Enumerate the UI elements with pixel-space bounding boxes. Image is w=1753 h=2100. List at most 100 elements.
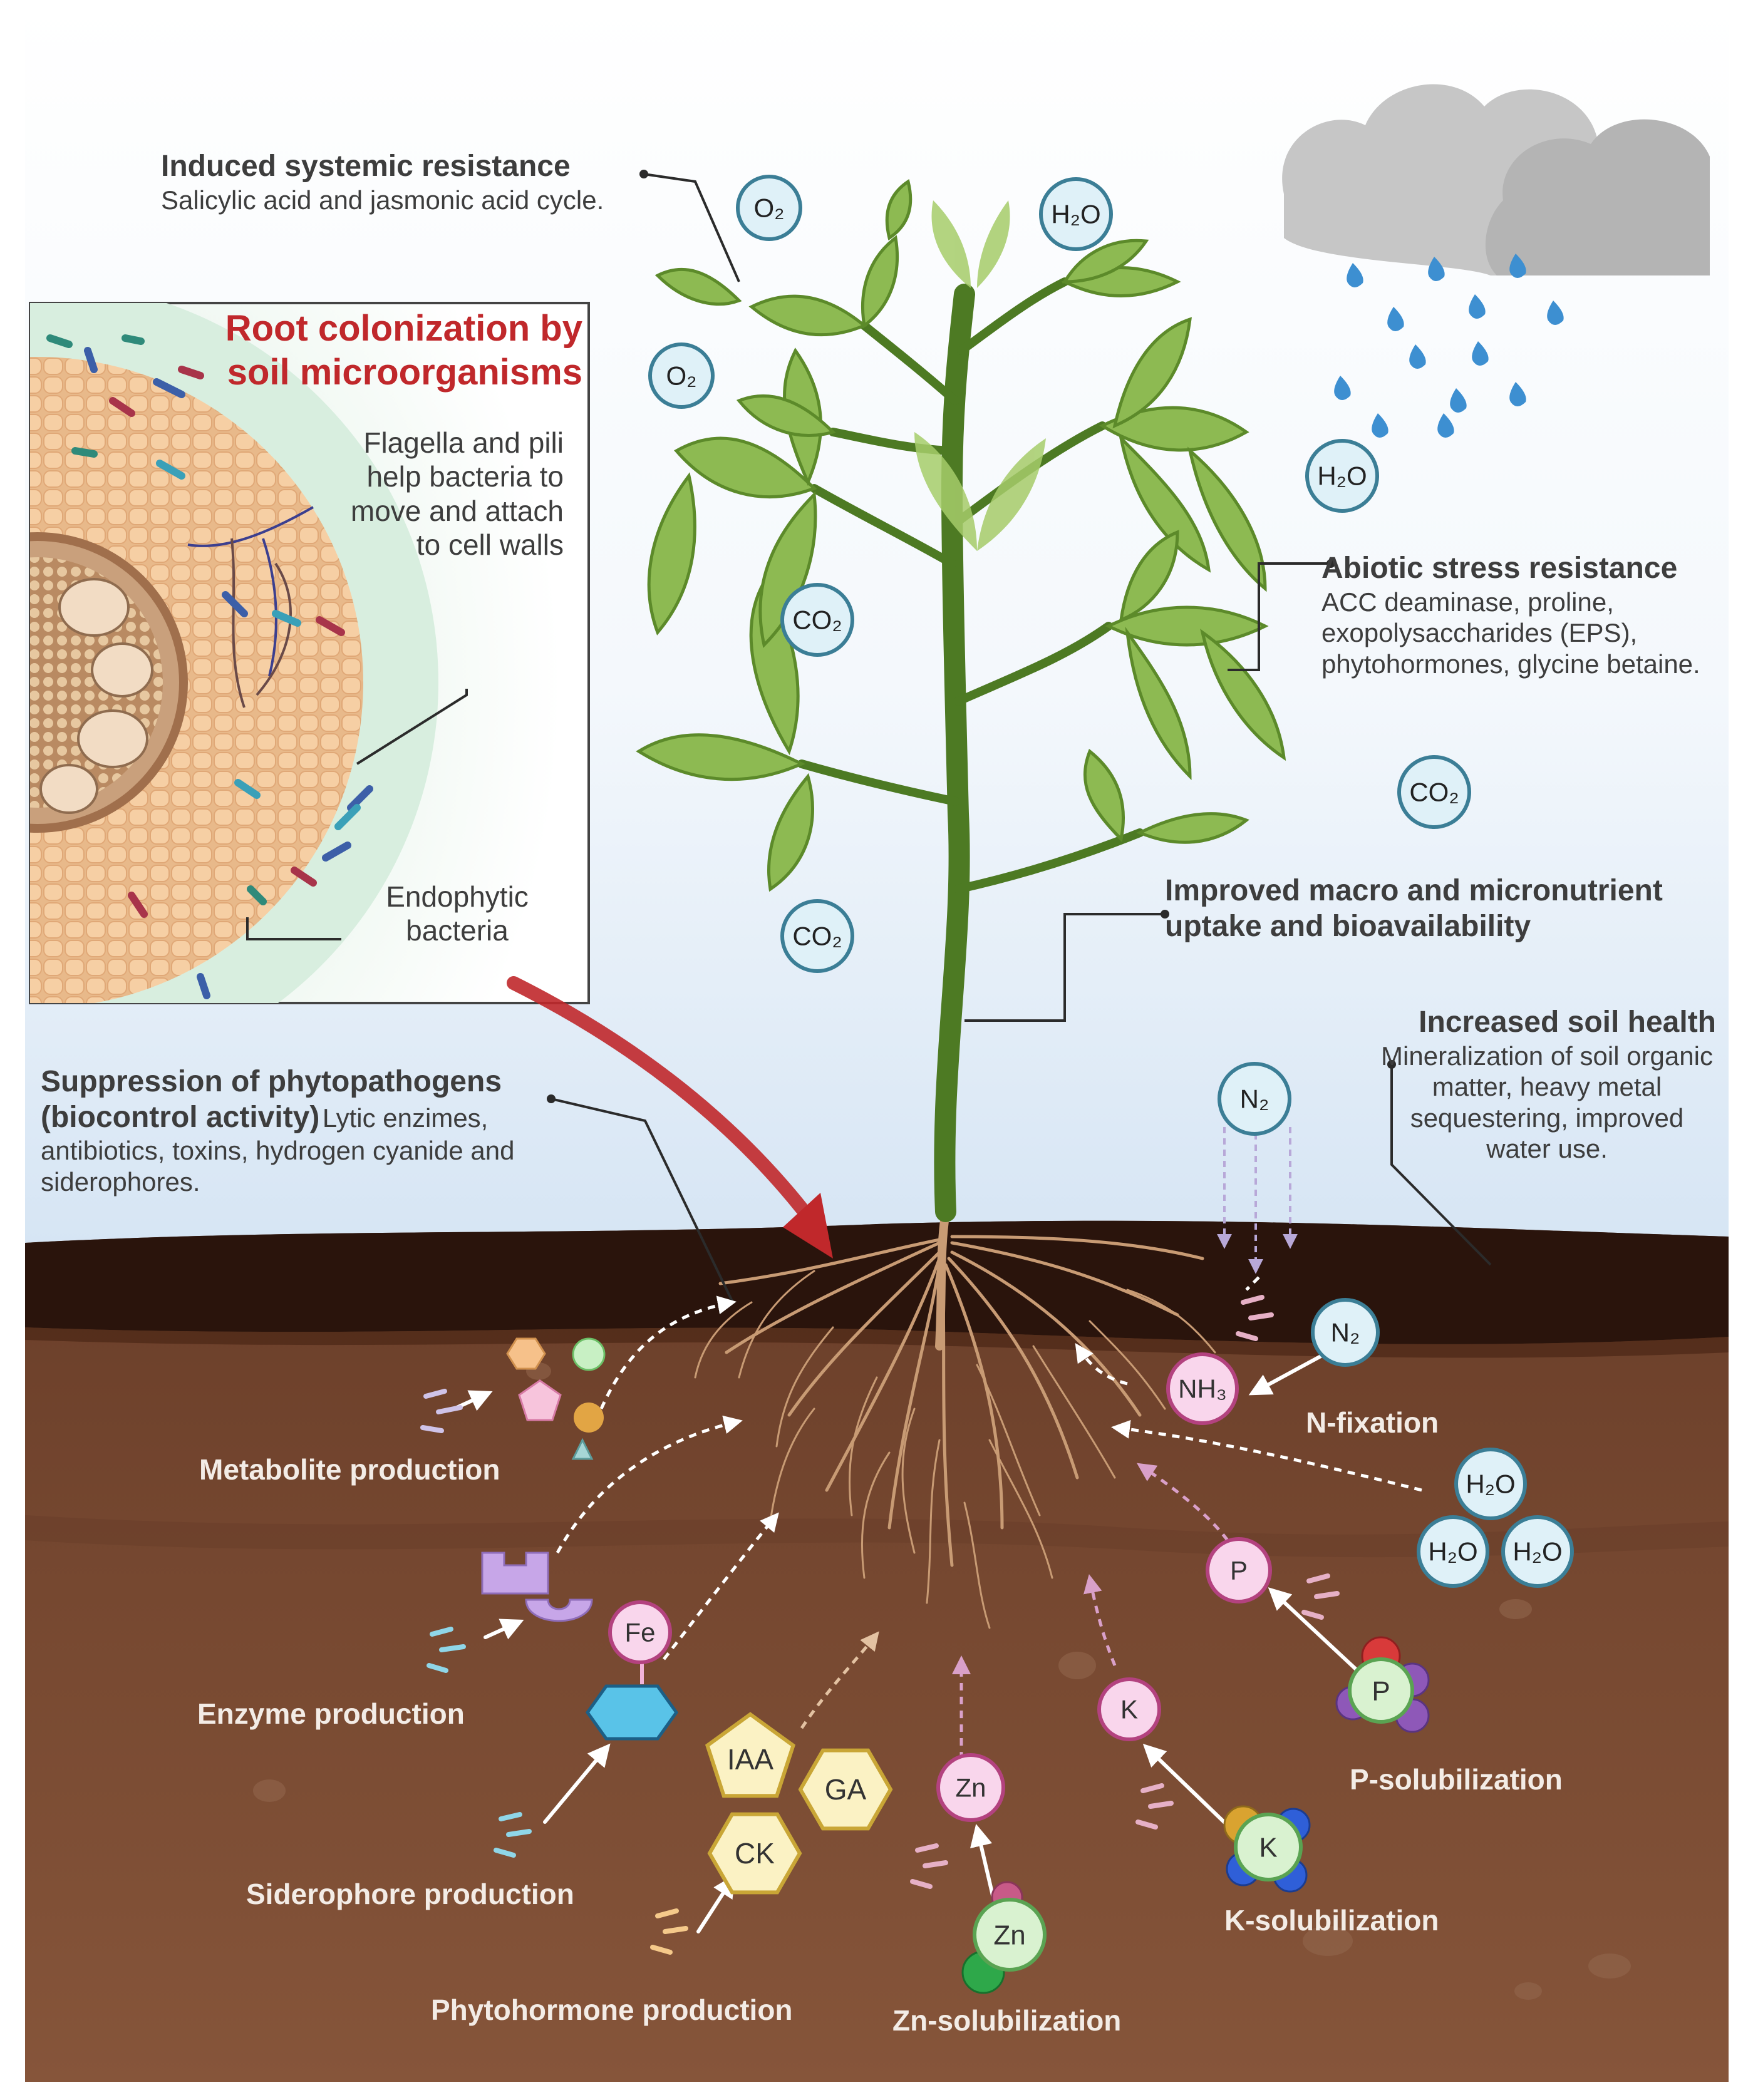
zn-bubble: Zn [936, 1753, 1005, 1822]
n2-bubble-1-label: N₂ [1240, 1084, 1270, 1114]
phytohormone-label: Phytohormone production [431, 1994, 793, 2026]
n-fixation-label: N-fixation [1306, 1406, 1439, 1439]
h2o-bubble-4-label: H₂O [1428, 1537, 1477, 1567]
n2-bubble-1-circle [1218, 1062, 1291, 1136]
p-solubilization-label: P-solubilization [1350, 1763, 1563, 1796]
cloud-icon [1282, 84, 1710, 275]
zn-bubble-label: Zn [955, 1773, 986, 1803]
co2-bubble-2-label: CO₂ [1409, 778, 1459, 807]
zn-solubilization-label: Zn-solubilization [892, 2004, 1122, 2037]
h2o-bubble-4: H₂O [1417, 1515, 1489, 1588]
abiotic-stress-label: Abiotic stress resistance ACC deaminase,… [1321, 551, 1716, 679]
suppression-desc: Lytic enzimes, antibiotics, toxins, hydr… [41, 1103, 515, 1197]
fe-bubble: Fe [608, 1600, 672, 1664]
plant-roots [694, 1207, 1216, 1629]
root-colonization-inset [29, 302, 590, 1004]
co2-bubble-2: CO₂ [1397, 755, 1471, 829]
flow-arrows [556, 1276, 1422, 1660]
h2o-bubble-1: H₂O [1039, 177, 1113, 251]
nh3-bubble-label: NH₃ [1178, 1374, 1227, 1404]
soil-health-title: Increased soil health [1419, 1006, 1716, 1039]
flagella-label: Flagella and pili help bacteria to move … [350, 426, 564, 561]
abiotic-stress-title: Abiotic stress resistance [1321, 552, 1678, 585]
n2-bubble-2: N₂ [1311, 1298, 1380, 1367]
h2o-bubble-3-circle [1454, 1448, 1527, 1520]
flow-arrows-pink [952, 1463, 1229, 1760]
o2-bubble-1-label: O₂ [754, 193, 785, 223]
o2-bubble-2: O₂ [648, 342, 715, 409]
ga-hormone-shape [798, 1748, 893, 1831]
co2-bubble-3-circle [780, 899, 854, 973]
k-mineral-bubble: K [1234, 1813, 1303, 1881]
n2-arrows [1217, 1127, 1298, 1274]
soil-health-desc: Mineralization of soil organic matter, h… [1381, 1041, 1713, 1164]
p-mineral-bubble-label: P [1372, 1675, 1390, 1706]
n2-bubble-2-circle [1311, 1298, 1380, 1367]
co2-bubble-2-circle [1397, 755, 1471, 829]
co2-bubble-1: CO₂ [780, 583, 854, 657]
k-bubble-label: K [1120, 1695, 1138, 1724]
ck-hormone-shape [707, 1812, 802, 1895]
inset-bacteria [46, 334, 373, 999]
h2o-bubble-5-circle [1501, 1515, 1574, 1588]
k-bubble: K [1097, 1677, 1161, 1741]
metabolite-icons [506, 1337, 606, 1460]
k-solubilization-label: K-solubilization [1224, 1904, 1439, 1937]
soil-layers [25, 1220, 1729, 2082]
o2-bubble-1-circle [736, 175, 802, 241]
co2-bubble-3-label: CO₂ [792, 922, 842, 951]
ck-hormone: CK [707, 1812, 802, 1895]
zn-mineral-bubble-circle [973, 1898, 1047, 1972]
leader-lines [246, 173, 1492, 1303]
macro-nutrient-label: Improved macro and micronutrient uptake … [1165, 874, 1663, 943]
co2-bubble-1-label: CO₂ [792, 605, 842, 635]
suppression-title: Suppression of phytopathogens (biocontro… [41, 1065, 502, 1134]
p-bubble-label: P [1230, 1556, 1248, 1585]
zn-mineral-bubble-label: Zn [993, 1920, 1025, 1950]
siderophore-icon [585, 1653, 679, 1741]
n2-bubble-2-label: N₂ [1331, 1318, 1360, 1347]
p-bubble: P [1206, 1537, 1272, 1603]
o2-bubble-2-circle [648, 342, 715, 409]
zn-bubble-circle [936, 1753, 1005, 1822]
k-mineral-bubble-label: K [1259, 1832, 1277, 1863]
h2o-bubble-5: H₂O [1501, 1515, 1574, 1588]
suppression-label: Suppression of phytopathogens (biocontro… [41, 1064, 579, 1197]
nh3-bubble: NH₃ [1166, 1352, 1239, 1425]
red-arrow [507, 976, 833, 1258]
enzyme-icons [481, 1552, 593, 1622]
soil-health-label: Increased soil health Mineralization of … [1378, 1005, 1716, 1165]
ga-hormone-label: GA [825, 1773, 867, 1806]
h2o-bubble-3: H₂O [1454, 1448, 1527, 1520]
flow-arrows-beige [800, 1631, 879, 1729]
h2o-bubble-2-label: H₂O [1317, 461, 1367, 491]
metabolite-label: Metabolite production [199, 1453, 500, 1486]
o2-bubble-2-label: O₂ [666, 361, 697, 391]
p-bubble-circle [1206, 1537, 1272, 1603]
root-colonization-title: Root colonization by soil microorganisms [225, 308, 582, 393]
fe-bubble-label: Fe [624, 1618, 655, 1647]
nh3-bubble-circle [1166, 1352, 1239, 1425]
k-bubble-circle [1097, 1677, 1161, 1741]
plant-leaves [636, 178, 1286, 892]
h2o-bubble-1-label: H₂O [1051, 200, 1100, 229]
siderophore-label: Siderophore production [246, 1878, 574, 1910]
k-mineral-bubble-circle [1234, 1813, 1303, 1881]
p-mineral-bubble-circle [1348, 1657, 1414, 1724]
h2o-bubble-1-circle [1039, 177, 1113, 251]
h2o-bubble-3-label: H₂O [1466, 1469, 1515, 1499]
zn-mineral-bubble: Zn [973, 1898, 1047, 1972]
rain-icon [1334, 254, 1564, 438]
endophytic-label: Endophytic bacteria [386, 880, 529, 947]
abiotic-stress-desc: ACC deaminase, proline, exopolysaccharid… [1321, 587, 1700, 679]
induced-resistance-desc: Salicylic acid and jasmonic acid cycle. [161, 185, 604, 215]
induced-resistance-title: Induced systemic resistance [161, 150, 571, 183]
iaa-hormone: IAA [705, 1712, 796, 1798]
h2o-bubble-4-circle [1417, 1515, 1489, 1588]
n2-bubble-1: N₂ [1218, 1062, 1291, 1136]
o2-bubble-1: O₂ [736, 175, 802, 241]
fe-bubble-circle [608, 1600, 672, 1664]
ga-hormone: GA [798, 1748, 893, 1831]
